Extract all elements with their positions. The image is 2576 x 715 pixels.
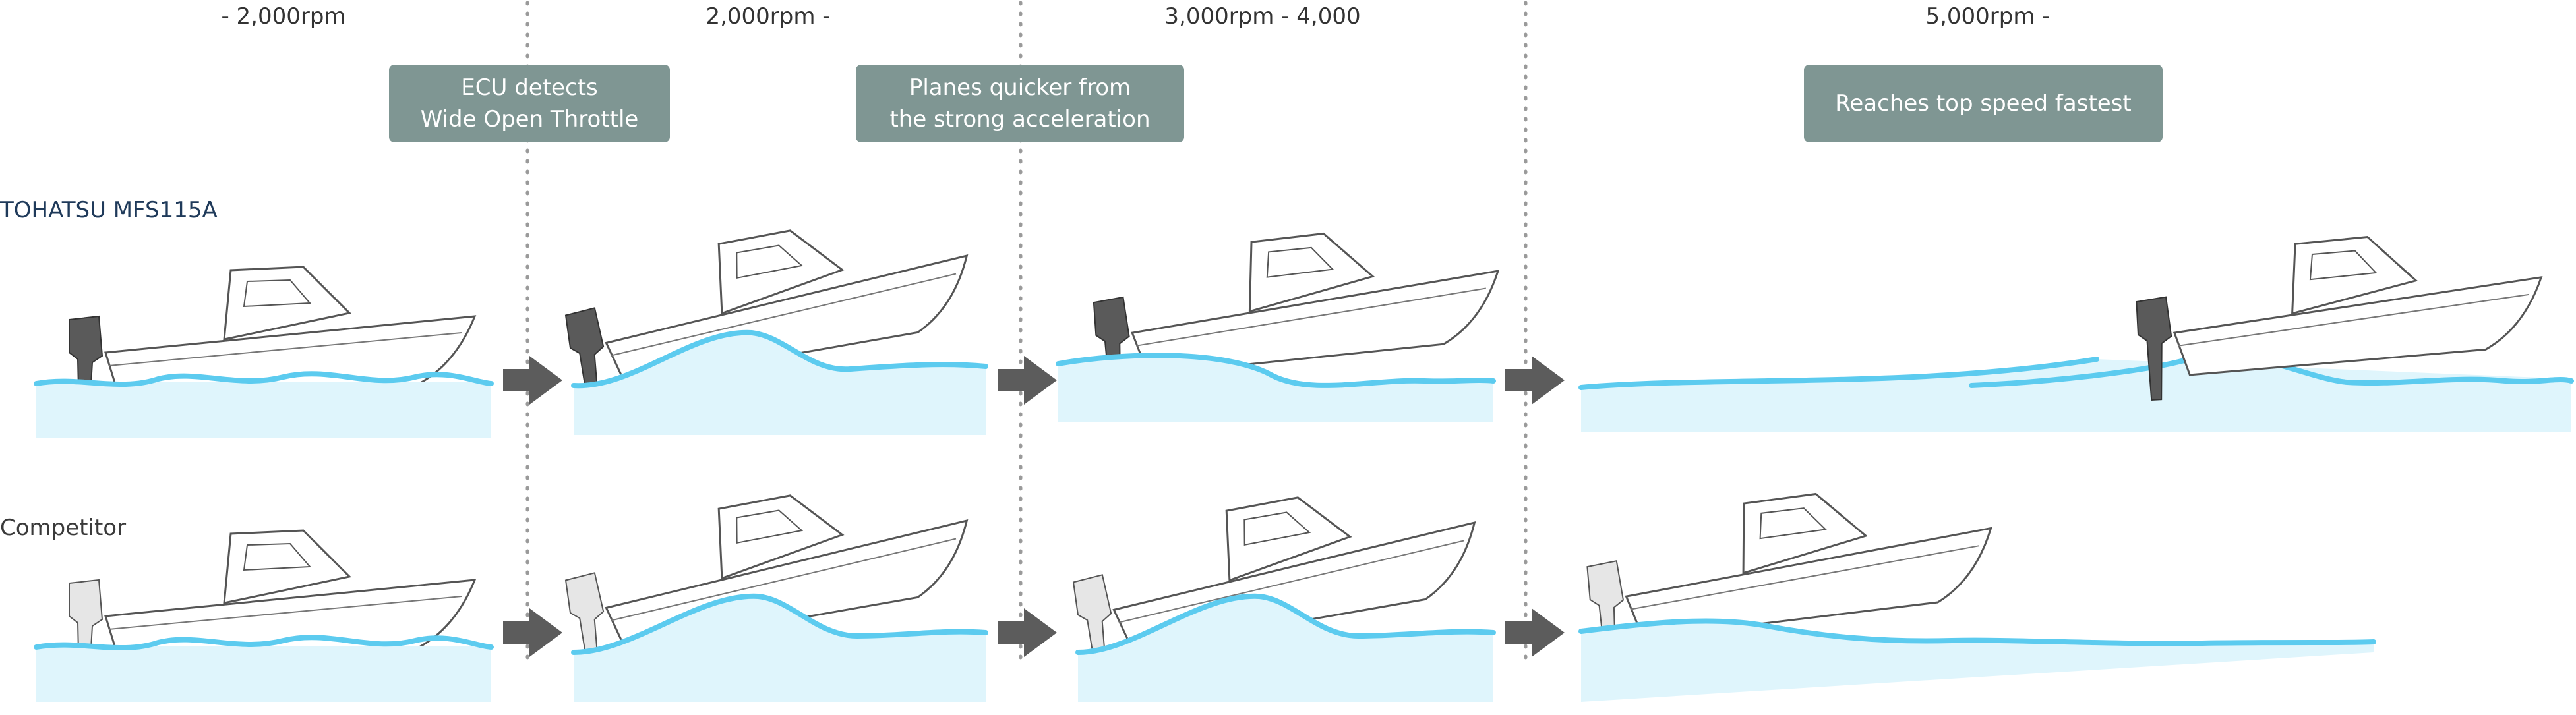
tohatsu-stage-1 xyxy=(34,266,494,438)
boat-hull xyxy=(1131,270,1500,376)
water-wave xyxy=(34,371,494,387)
callout-text-line2: Wide Open Throttle xyxy=(421,106,639,132)
water-wave xyxy=(34,635,494,651)
callout-text-line2: the strong acceleration xyxy=(889,106,1150,132)
callout-box xyxy=(389,65,670,142)
boat-icon xyxy=(1586,492,1992,666)
boat-window xyxy=(243,542,312,571)
outboard-engine-icon xyxy=(2136,296,2172,401)
water-wave xyxy=(1056,353,1496,388)
callout-text-line1: Planes quicker from xyxy=(909,74,1131,101)
boat-hull-line xyxy=(611,273,957,357)
boat-hull-line xyxy=(108,596,462,630)
phase-label-4: 5,000rpm - xyxy=(1925,3,2050,30)
tohatsu-stage-2 xyxy=(564,229,988,435)
boat-cabin xyxy=(717,229,845,315)
arrow-icon xyxy=(503,356,562,405)
water-fill xyxy=(574,332,986,435)
boat-window xyxy=(2309,250,2378,281)
boat-window xyxy=(736,244,804,279)
tohatsu-stage-4 xyxy=(1578,235,2574,432)
water-wave xyxy=(1969,352,2574,388)
water-wave xyxy=(571,593,988,655)
boat-hull xyxy=(1625,527,1992,639)
boat-cabin xyxy=(717,494,845,580)
boat-hull-line xyxy=(1631,545,1980,610)
row-label-competitor: Competitor xyxy=(0,515,126,541)
callout-ecu: ECU detects Wide Open Throttle xyxy=(389,65,670,142)
arrow-icon xyxy=(503,608,562,657)
water-wave xyxy=(571,329,988,389)
boat-hull-line xyxy=(1118,540,1464,623)
water-fill xyxy=(36,646,491,702)
boat-hull-line xyxy=(1136,287,1486,347)
callout-box xyxy=(856,65,1184,142)
arrow-icon xyxy=(1505,608,1565,657)
boat-window xyxy=(736,509,804,544)
competitor-stage-3 xyxy=(1072,496,1496,702)
water-fill xyxy=(1581,359,2571,432)
water-fill xyxy=(1078,596,1493,702)
arrow-icon xyxy=(998,608,1057,657)
competitor-stage-1 xyxy=(34,529,494,702)
boat-hull-line xyxy=(611,538,957,621)
callout-top-speed: Reaches top speed fastest xyxy=(1804,65,2163,142)
row-label-tohatsu: TOHATSU MFS115A xyxy=(0,197,218,223)
water-fill xyxy=(36,382,491,438)
boat-hull-line xyxy=(2178,293,2529,347)
boat-cabin xyxy=(1742,492,1868,575)
competitor-stage-4 xyxy=(1578,492,2376,702)
phase-label-2: 2,000rpm - xyxy=(705,3,830,30)
phase-dividers xyxy=(525,1,1528,661)
boat-icon xyxy=(1093,232,1500,401)
tohatsu-stage-3 xyxy=(1056,232,1500,422)
competitor-stage-2 xyxy=(564,494,988,702)
water-wake xyxy=(1578,357,2099,390)
water-fill xyxy=(1058,355,1493,422)
callout-text-line1: ECU detects xyxy=(461,74,597,101)
boat-cabin xyxy=(223,266,352,341)
water-fill xyxy=(1581,621,2374,702)
phase-label-1: - 2,000rpm xyxy=(221,3,345,30)
boat-cabin xyxy=(1225,496,1352,582)
arrow-icon xyxy=(1505,356,1565,405)
boat-window xyxy=(1266,246,1334,278)
arrow-icon xyxy=(998,356,1057,405)
phase-label-3: 3,000rpm - 4,000 xyxy=(1164,3,1360,30)
water-wave xyxy=(1578,618,2376,646)
boat-window xyxy=(1243,511,1311,546)
boat-window xyxy=(243,279,312,308)
callout-box xyxy=(1804,65,2163,142)
boat-hull-line xyxy=(108,332,462,366)
boat-hull xyxy=(2172,275,2543,376)
water-wave xyxy=(1075,593,1496,655)
callout-planing: Planes quicker from the strong accelerat… xyxy=(856,65,1184,142)
callout-text-line1: Reaches top speed fastest xyxy=(1835,90,2131,117)
boat-cabin xyxy=(223,529,352,604)
boat-window xyxy=(1759,507,1827,540)
boat-icon xyxy=(2136,235,2543,401)
water-fill xyxy=(574,596,986,702)
